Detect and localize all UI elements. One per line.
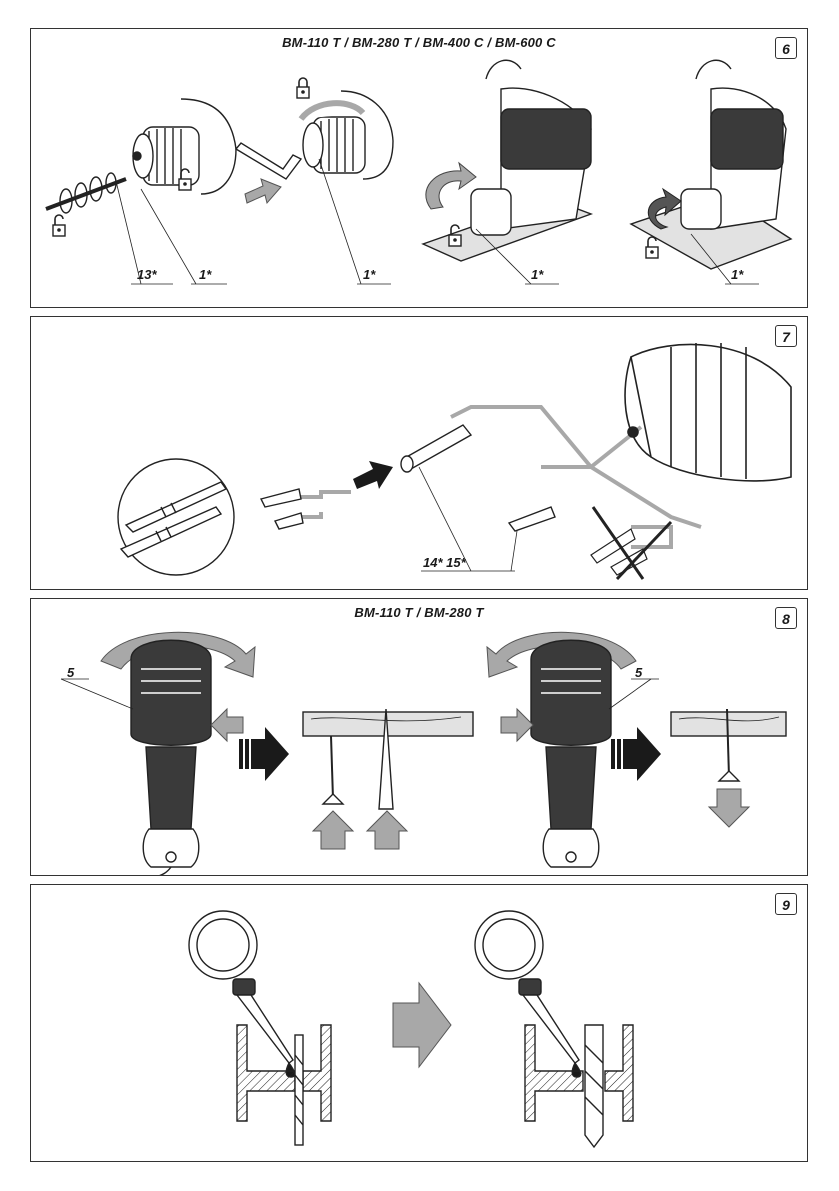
oil-can-illustration — [188, 910, 296, 1078]
drill-bit-illustration — [584, 1024, 604, 1149]
panel-6-number: 6 — [775, 37, 797, 59]
callout-14-15: 14* 15* — [423, 555, 466, 570]
callout-1: 1* — [731, 267, 744, 282]
callout-5: 5 — [635, 665, 643, 680]
push-arrow-icon — [244, 178, 282, 205]
push-arrow-icon — [392, 981, 452, 1069]
panel-7-number: 7 — [775, 325, 797, 347]
panel-8-illustration — [60, 631, 787, 875]
chuck-illustration — [624, 343, 792, 482]
cross-out-icon — [590, 506, 673, 581]
drill-rear-illustration — [530, 639, 612, 868]
chuck-illustration — [132, 98, 237, 195]
panel-9-illustration — [188, 910, 634, 1149]
panel-8-title: BM-110 T / BM-280 T — [354, 605, 484, 620]
i-beam-section — [236, 1024, 332, 1122]
panel-7: 7 — [30, 316, 808, 590]
rotate-arrow-icon — [425, 161, 477, 210]
lock-open-icon — [178, 168, 192, 191]
callout-1: 1* — [199, 267, 212, 282]
callout-1: 1* — [363, 267, 376, 282]
drill-body-illustration — [629, 59, 793, 270]
callout-13: 13* — [137, 267, 157, 282]
panel-8: BM-110 T / BM-280 T 8 — [30, 598, 808, 876]
push-arrow-icon — [311, 810, 409, 850]
rotate-arrow-icon — [648, 187, 682, 230]
lock-open-icon — [52, 214, 66, 237]
push-arrow-icon — [353, 461, 393, 489]
drill-bit-illustration — [45, 172, 127, 214]
panel-9-number: 9 — [775, 893, 797, 915]
lock-open-icon — [645, 236, 659, 259]
workpiece-illustration — [670, 708, 787, 782]
panel-8-number: 8 — [775, 607, 797, 629]
panel-6: BM-110 T / BM-280 T / BM-400 C / BM-600 … — [30, 28, 808, 308]
panel-7-illustration — [117, 343, 792, 581]
callout-5: 5 — [67, 665, 75, 680]
push-arrow-icon — [707, 788, 751, 828]
workpiece-illustration — [302, 708, 474, 810]
push-arrow-icon — [611, 727, 661, 781]
lock-open-icon — [448, 224, 462, 247]
bit-detail-inset — [117, 458, 235, 576]
drill-rear-illustration — [130, 639, 212, 875]
panel-9: 9 — [30, 884, 808, 1162]
bit-holder-illustration — [400, 424, 473, 473]
push-arrow-icon — [500, 707, 534, 743]
push-arrow-icon — [239, 727, 289, 781]
screwdriver-bits — [259, 488, 556, 532]
i-beam-section — [524, 1024, 634, 1122]
callout-1: 1* — [531, 267, 544, 282]
lock-closed-icon — [296, 77, 310, 99]
oil-can-illustration — [474, 910, 582, 1078]
push-arrow-icon — [210, 707, 244, 743]
drill-bit-illustration — [294, 1034, 304, 1146]
drill-body-illustration — [421, 59, 594, 262]
hex-key-illustration — [234, 142, 303, 180]
chuck-illustration — [298, 90, 394, 180]
panel-6-illustration — [45, 59, 793, 285]
panel-6-title: BM-110 T / BM-280 T / BM-400 C / BM-600 … — [282, 35, 556, 50]
